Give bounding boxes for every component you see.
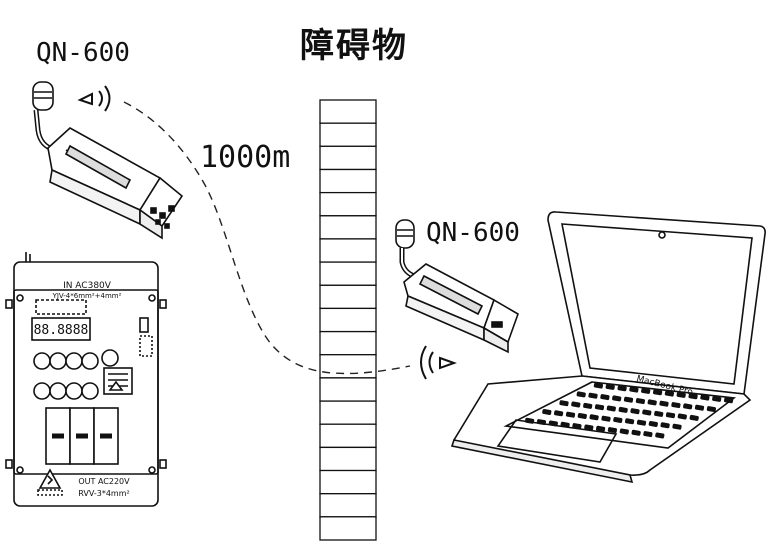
keyboard-key — [643, 431, 653, 438]
keyboard-key — [560, 421, 570, 428]
wall-brick — [319, 238, 377, 263]
keyboard-key — [588, 392, 598, 399]
cabinet-display: 88.8888 — [34, 323, 89, 338]
keyboard-key — [601, 415, 611, 422]
keyboard-key — [655, 432, 665, 439]
wall-brick — [319, 99, 377, 124]
keyboard-key — [654, 410, 664, 417]
diagram-title: 障碍物 — [300, 26, 408, 66]
keyboard-key — [571, 401, 581, 408]
keyboard-key — [641, 387, 651, 394]
keyboard-key — [524, 417, 535, 424]
signal-wave-icon — [420, 345, 457, 380]
keyboard-key — [629, 386, 639, 393]
signal-wave-icon — [77, 85, 111, 112]
signal-path — [123, 101, 411, 375]
keyboard-key — [706, 406, 717, 413]
distance-label: 1000m — [200, 140, 291, 175]
obstacle-wall — [319, 99, 377, 541]
keyboard-key — [631, 429, 641, 436]
keyboard-key — [618, 406, 628, 413]
keyboard-key — [584, 424, 594, 431]
keyboard-key — [577, 412, 587, 419]
keyboard-key — [583, 402, 593, 409]
dongle-top-model-label: QN-600 — [36, 38, 130, 68]
wall-brick — [319, 516, 377, 541]
keyboard-key — [536, 419, 547, 426]
keyboard-key — [683, 403, 693, 410]
wall-brick — [319, 400, 377, 425]
wall-brick — [319, 215, 377, 240]
keyboard-key — [630, 408, 640, 415]
keyboard-key — [712, 395, 722, 402]
keyboard-key — [542, 408, 552, 415]
wall-brick — [319, 168, 377, 194]
keyboard-key — [548, 420, 558, 427]
keyboard-key — [613, 416, 623, 423]
wall-brick — [319, 145, 377, 171]
keyboard-key — [617, 385, 627, 392]
keyboard-key — [623, 396, 634, 403]
keyboard-key — [594, 404, 605, 411]
wall-brick — [319, 493, 377, 518]
keyboard-key — [605, 383, 615, 390]
keyboard-key — [619, 428, 629, 435]
wall-brick — [319, 330, 377, 356]
cabinet-in-cable: YJV-4*6mm²+4mm² — [52, 292, 122, 300]
cabinet-out-label: OUT AC220V — [78, 477, 130, 486]
wall-brick — [319, 354, 377, 379]
wall-brick — [319, 122, 377, 148]
keyboard-key — [671, 402, 681, 409]
laptop — [450, 211, 766, 484]
keyboard-key — [676, 391, 686, 398]
keyboard-key — [672, 423, 682, 430]
keyboard-key — [572, 423, 582, 430]
keyboard-key — [624, 418, 635, 425]
usb-dongle-bottom — [395, 219, 519, 354]
cabinet-out-cable: RVV-3*4mm² — [78, 489, 129, 498]
wall-brick — [319, 261, 377, 286]
keyboard-key — [647, 399, 657, 406]
keyboard-key — [688, 393, 698, 400]
keyboard-key — [660, 422, 670, 429]
keyboard-key — [694, 404, 705, 411]
wall-brick — [319, 423, 377, 449]
keyboard-key — [576, 391, 586, 398]
wall-brick — [319, 307, 377, 333]
keyboard-key — [612, 395, 622, 402]
keyboard-key — [648, 420, 658, 427]
keyboard-key — [642, 409, 652, 416]
wall-brick — [319, 191, 377, 217]
keyboard-key — [595, 425, 606, 432]
keyboard-key — [606, 405, 616, 412]
keyboard-key — [636, 419, 647, 426]
keyboard-key — [635, 398, 646, 405]
keyboard-key — [652, 389, 663, 396]
keyboard-key — [607, 427, 618, 434]
keyboard-key — [677, 413, 687, 420]
keyboard-key — [600, 394, 610, 401]
cabinet-in-label: IN AC380V — [63, 281, 112, 291]
keyboard-key — [589, 414, 599, 421]
keyboard-key — [659, 400, 669, 407]
keyboard-key — [559, 400, 569, 407]
keyboard-key — [689, 414, 699, 421]
dongle-bottom-model-label: QN-600 — [426, 218, 520, 248]
wall-brick — [319, 469, 377, 495]
wall-brick — [319, 446, 377, 472]
keyboard-key — [665, 412, 676, 419]
wall-brick — [319, 284, 377, 310]
keyboard-key — [565, 411, 576, 418]
keyboard-key — [664, 390, 675, 397]
electrical-cabinet — [5, 252, 167, 507]
usb-dongle-top — [32, 81, 184, 240]
keyboard-key — [593, 382, 604, 389]
wall-brick — [319, 377, 377, 402]
keyboard-key — [700, 394, 710, 401]
keyboard-key — [553, 410, 564, 417]
keyboard-key — [723, 397, 734, 404]
